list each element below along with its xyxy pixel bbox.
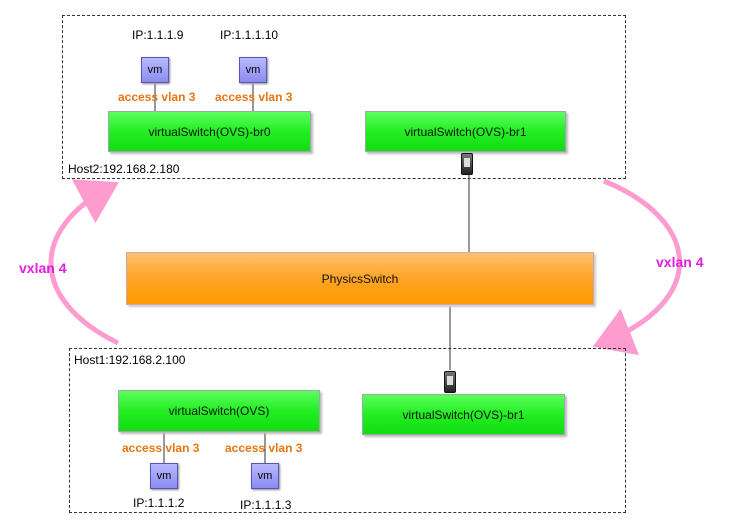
host2-vm1-access-label: access vlan 3 (118, 90, 195, 104)
host1-vm2-access-label: access vlan 3 (225, 441, 302, 455)
host2-label: Host2:192.168.2.180 (68, 162, 180, 176)
host1-vm2-vlan: vlan 3 (268, 441, 303, 455)
host1-vm2[interactable]: vm (251, 463, 279, 489)
host1-vm1-ip: IP:1.1.1.2 (133, 496, 185, 510)
vxlan-arc-right (592, 178, 682, 356)
host1-vm2-access: access (225, 441, 266, 455)
host2-vm1-vlan: vlan 3 (161, 90, 196, 104)
host1-vm1-vlan: vlan 3 (165, 441, 200, 455)
host1-vm1[interactable]: vm (150, 463, 178, 489)
host2-vm1-access: access (118, 90, 159, 104)
vxlan-arc-left (48, 179, 120, 346)
host1-br1-port-icon (444, 371, 456, 393)
host2-box (62, 15, 626, 179)
physics-switch[interactable]: PhysicsSwitch (126, 252, 594, 305)
vxlan-left-label: vxlan 4 (19, 260, 67, 276)
host2-br1-port-icon (461, 153, 473, 175)
host1-vm2-ip: IP:1.1.1.3 (240, 498, 292, 512)
host1-vm1-access-label: access vlan 3 (122, 441, 199, 455)
host2-vm2-access-label: access vlan 3 (215, 90, 292, 104)
host1-label: Host1:192.168.2.100 (74, 353, 186, 367)
host2-vm2[interactable]: vm (239, 57, 267, 83)
host2-switch-br1[interactable]: virtualSwitch(OVS)-br1 (365, 111, 566, 152)
host1-box (69, 348, 626, 513)
host2-vm1-ip: IP:1.1.1.9 (132, 28, 184, 42)
host2-switch-br0[interactable]: virtualSwitch(OVS)-br0 (108, 111, 311, 152)
vxlan-right-label: vxlan 4 (656, 254, 704, 270)
host1-switch-ovs[interactable]: virtualSwitch(OVS) (118, 390, 320, 432)
host2-vm2-vlan: vlan 3 (258, 90, 293, 104)
host2-vm1[interactable]: vm (141, 57, 169, 83)
host1-vm1-access: access (122, 441, 163, 455)
host2-vm2-access: access (215, 90, 256, 104)
host2-vm2-ip: IP:1.1.1.10 (220, 28, 279, 42)
host1-switch-br1[interactable]: virtualSwitch(OVS)-br1 (362, 394, 565, 435)
